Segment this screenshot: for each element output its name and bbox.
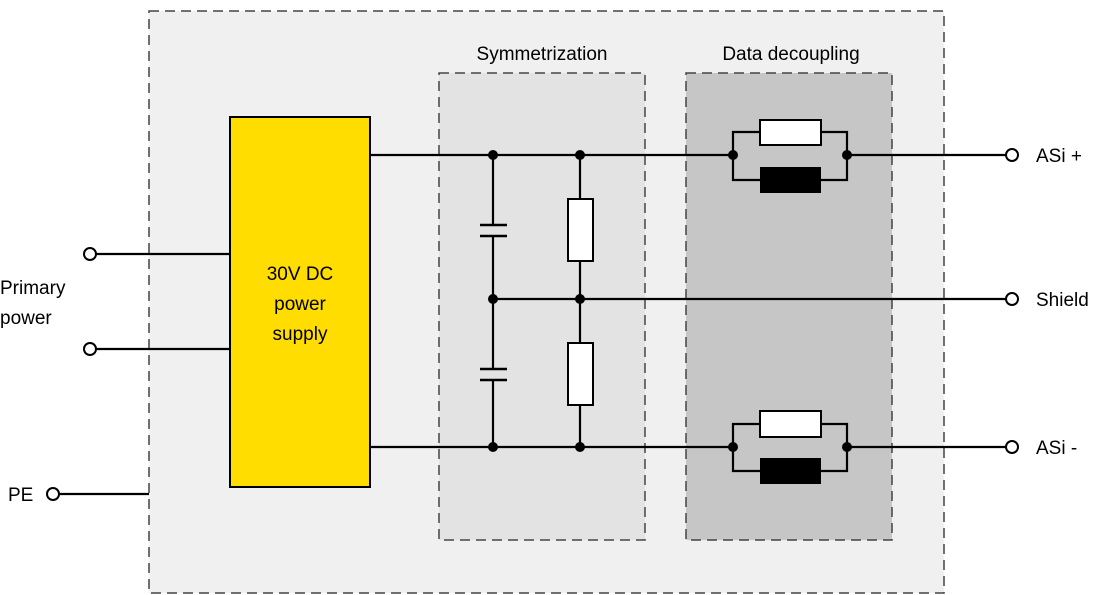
resistor-2 [567,342,594,406]
asi-plus-label: ASi + [1036,146,1082,167]
decoupling-top-inductor [760,167,821,193]
junction-node [728,150,738,160]
junction-node [575,150,585,160]
power-supply-box [229,116,371,488]
power-supply-line1: 30V DC [267,264,334,285]
junction-node [488,150,498,160]
asi-minus-label: ASi - [1036,438,1077,459]
junction-node [842,442,852,452]
power-supply-line2: power [274,294,326,315]
decoupling-bottom-loop-lower [731,447,849,473]
decoupling-bottom-loop [731,422,849,447]
symmetrization-label: Symmetrization [477,44,608,65]
shield-label: Shield [1036,290,1089,311]
asi-plus-terminal [1005,148,1019,162]
resistor-1 [567,198,594,262]
decoupling-bottom-resistor [759,410,822,438]
primary-terminal-2 [83,342,97,356]
symmetrization-block [438,72,646,541]
junction-node [488,294,498,304]
power-supply-line3: supply [273,324,328,345]
shield-terminal [1005,292,1019,306]
primary-label-line2: power [0,308,52,329]
primary-terminal-1 [83,247,97,261]
decoupling-top-loop-lower [731,155,849,182]
decoupling-top-loop [731,130,849,155]
data-decoupling-label: Data decoupling [722,44,859,65]
junction-node [842,150,852,160]
asi-minus-terminal [1005,440,1019,454]
junction-node [728,442,738,452]
decoupling-bottom-inductor [760,458,821,484]
primary-label-line1: Primary [0,278,66,299]
junction-node [488,442,498,452]
decoupling-top-resistor [759,119,822,146]
junction-node [575,294,585,304]
junction-node [575,442,585,452]
pe-label: PE [8,485,33,506]
pe-terminal [46,487,60,501]
